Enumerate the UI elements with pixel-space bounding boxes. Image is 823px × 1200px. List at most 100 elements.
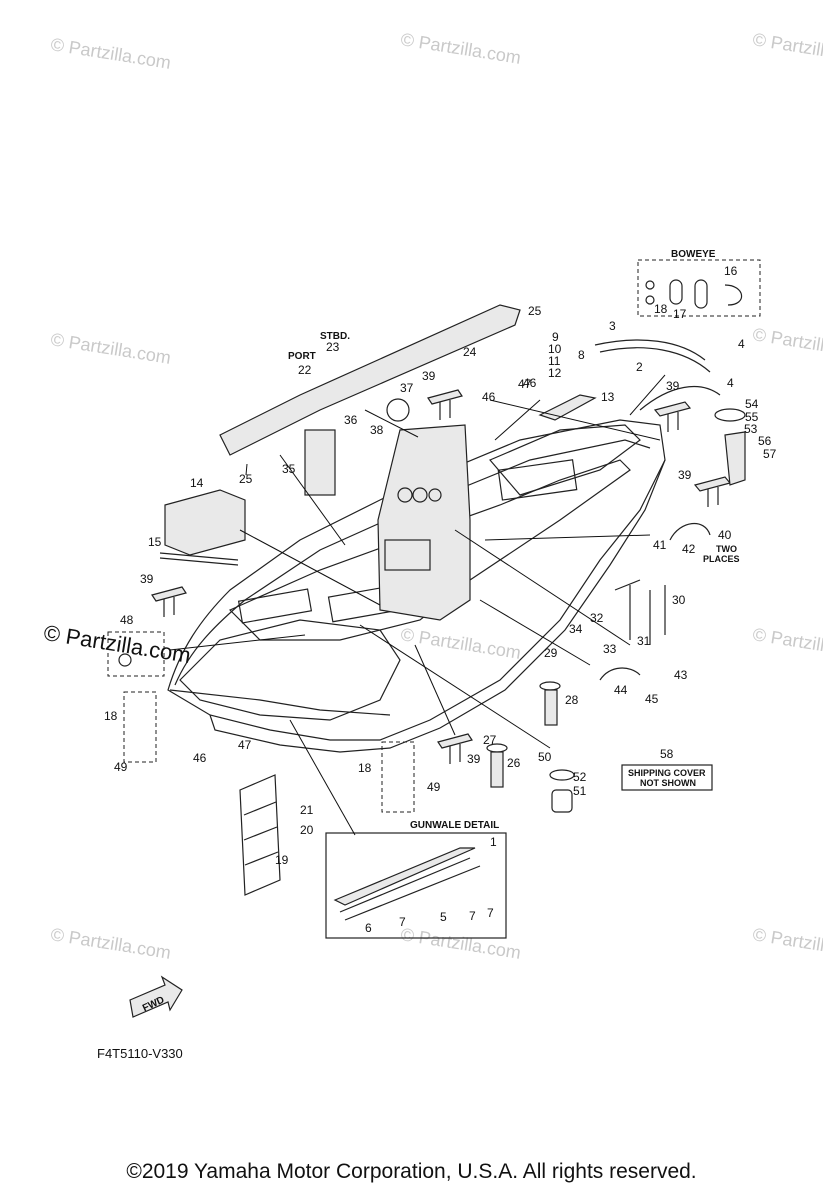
gunwale-trim xyxy=(344,865,481,921)
drain-tube xyxy=(544,689,558,726)
rod-holder xyxy=(614,579,666,645)
callout-number: 19 xyxy=(275,853,289,867)
shipping-cover-box xyxy=(621,764,713,791)
callout-number: 12 xyxy=(548,366,562,380)
callout-number: 11 xyxy=(548,354,561,368)
callout-number: 44 xyxy=(614,683,628,697)
storage-plate xyxy=(304,429,336,496)
grab-handle xyxy=(669,522,711,541)
rear-seat xyxy=(237,588,313,624)
gunwale-section xyxy=(333,847,476,906)
cleat xyxy=(653,401,692,432)
callout-number: 55 xyxy=(745,410,759,424)
callout-number: 13 xyxy=(601,390,615,404)
callout-number: 7 xyxy=(487,906,494,920)
callout-number: 51 xyxy=(573,784,587,798)
callout-number: 15 xyxy=(148,535,162,549)
callout-number: 37 xyxy=(400,381,414,395)
bow-seat xyxy=(497,459,578,501)
callout-number: 3 xyxy=(609,319,616,333)
fwd-arrow xyxy=(129,975,183,1018)
callout-number: 16 xyxy=(724,264,738,278)
hatch-fitting xyxy=(118,653,132,667)
watermark: © Partzilla.com xyxy=(49,34,172,73)
rub-rail-strip xyxy=(639,386,721,411)
ladder-step xyxy=(243,801,277,816)
callout-number: 39 xyxy=(666,379,680,393)
cup-holder-ring xyxy=(549,769,575,781)
callout-number: 26 xyxy=(507,756,521,770)
callout-number: 50 xyxy=(538,750,552,764)
diagram-code: F4T5110-V330 xyxy=(97,1046,183,1061)
callout-number: 46 xyxy=(193,751,207,765)
callout-number: 52 xyxy=(573,770,587,784)
callout-number: 18 xyxy=(358,761,372,775)
parts xyxy=(107,259,761,1018)
cleat xyxy=(151,586,187,617)
callout-number: 58 xyxy=(660,747,674,761)
boweye-hook xyxy=(724,284,743,306)
stbd-label: STBD. xyxy=(320,331,350,342)
swim-platform xyxy=(169,689,391,716)
port-label: PORT xyxy=(288,351,316,362)
gunwale-detail-box xyxy=(325,832,507,939)
bow-deck xyxy=(489,424,641,496)
callout-number: 57 xyxy=(763,447,777,461)
callout-number: 35 xyxy=(282,462,296,476)
gauge xyxy=(428,488,442,502)
callout-number: 45 xyxy=(645,692,659,706)
cleat xyxy=(693,476,732,507)
callout-number: 46 xyxy=(482,390,496,404)
callout-number: 43 xyxy=(674,668,688,682)
ladder-step xyxy=(244,851,279,866)
part-box xyxy=(123,691,157,763)
callout-number: 10 xyxy=(548,342,562,356)
callout-number: 20 xyxy=(300,823,314,837)
boweye-label: BOWEYE xyxy=(671,249,716,260)
part-box xyxy=(381,741,415,813)
callout-number: 22 xyxy=(298,363,312,377)
watermark: © Partzilla.com xyxy=(751,624,823,663)
callout-number: 8 xyxy=(578,348,585,362)
hull-outline xyxy=(167,419,666,741)
helm-console xyxy=(377,424,471,621)
cleat xyxy=(427,389,463,420)
callout-number: 28 xyxy=(565,693,579,707)
vent-cover xyxy=(386,398,410,422)
callout-number: 47 xyxy=(518,377,532,391)
callout-number: 14 xyxy=(190,476,204,490)
gunwale-rail xyxy=(219,304,521,456)
callout-number: 32 xyxy=(590,611,604,625)
callout-number: 56 xyxy=(758,434,772,448)
callout-number: 17 xyxy=(673,307,687,321)
callout-number: 31 xyxy=(637,634,651,648)
callout-number: 53 xyxy=(744,422,758,436)
gauge xyxy=(412,487,428,503)
callout-number: 6 xyxy=(365,921,372,935)
callout-number: 27 xyxy=(483,733,497,747)
boweye-plate xyxy=(669,279,683,305)
callout-number: 40 xyxy=(718,528,732,542)
leader-lines xyxy=(169,374,666,836)
callout-number: 49 xyxy=(114,760,128,774)
callout-number: 7 xyxy=(469,909,476,923)
gauge xyxy=(397,487,413,503)
callout-number: 41 xyxy=(653,538,667,552)
watermark: © Partzilla.com xyxy=(751,324,823,363)
console-panel xyxy=(384,539,431,571)
callout-number: 47 xyxy=(238,738,252,752)
watermark: © Partzilla.com xyxy=(399,624,522,663)
part-box xyxy=(107,631,165,677)
drain-tube xyxy=(490,751,504,788)
cooler xyxy=(164,489,246,556)
ladder-step xyxy=(243,826,278,841)
rub-rail-strip xyxy=(599,347,711,373)
callout-number: 5 xyxy=(440,910,447,924)
callout-number: 2 xyxy=(636,360,643,374)
watermark: © Partzilla.com xyxy=(751,29,823,68)
callout-number: 39 xyxy=(422,369,436,383)
